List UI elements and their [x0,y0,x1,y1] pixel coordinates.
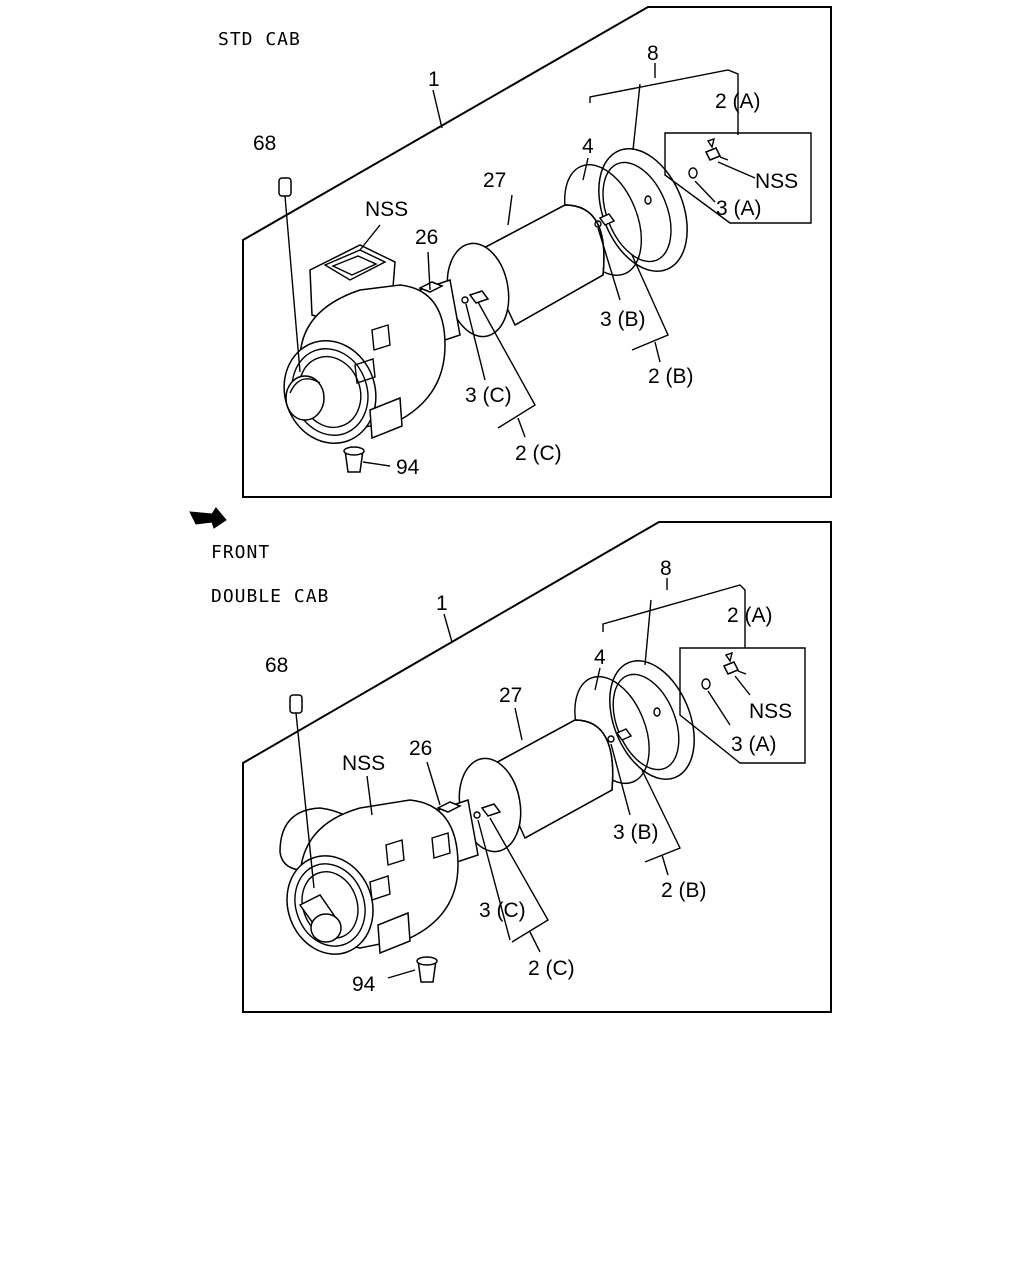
callout-nss-clamp: NSS [755,170,798,193]
callout-3b: 3 (B) [613,821,659,844]
air-cleaner-housing [279,799,479,955]
callout-4: 4 [582,135,594,158]
callout-2c: 2 (C) [515,442,562,465]
callout-4: 4 [594,646,606,669]
callout-3c: 3 (C) [465,384,512,407]
panel-frame [242,6,832,498]
callout-27: 27 [483,169,506,192]
callout-3a: 3 (A) [716,197,762,220]
wing-nut-icon [480,803,502,817]
callout-68: 68 [265,654,288,677]
grommet-68 [289,694,303,714]
callout-26: 26 [409,737,432,760]
callout-26: 26 [415,226,438,249]
washer-icon [701,678,711,690]
callout-3c: 3 (C) [479,899,526,922]
filter-element [458,719,633,853]
callout-2c: 2 (C) [528,957,575,980]
wing-nut-icon [598,213,616,226]
air-cleaner-housing [283,244,461,444]
callout-nss-cover: NSS [342,752,385,775]
box-nss-clamp [679,647,806,764]
callout-1: 1 [428,68,440,91]
leader-lines [284,63,756,467]
box-nss-clamp [664,132,812,224]
washer-icon [688,167,698,179]
filter-element [446,204,616,338]
panel-title-double-cab: DOUBLE CAB [211,586,329,607]
callout-2a: 2 (A) [715,90,761,113]
wing-nut-icon [615,728,633,741]
front-arrow-icon [189,507,227,529]
callout-2a: 2 (A) [727,604,773,627]
front-indicator: FRONT [189,507,270,563]
callout-1: 1 [436,592,448,615]
leader-lines [295,578,751,979]
callout-94: 94 [396,456,420,479]
callout-3a: 3 (A) [731,733,777,756]
panel-std-cab: STD CAB [218,6,832,498]
callout-8: 8 [647,42,659,65]
wing-nut-icon [722,661,740,675]
callout-2b: 2 (B) [661,879,707,902]
callout-3b: 3 (B) [600,308,646,331]
callout-27: 27 [499,684,522,707]
callout-nss-cover: NSS [365,198,408,221]
callout-2b: 2 (B) [648,365,694,388]
grommet-68 [278,177,292,197]
callout-68: 68 [253,132,276,155]
wing-nut-icon [704,147,722,161]
callout-nss-clamp: NSS [749,700,792,723]
callout-8: 8 [660,557,672,580]
panel-title-std-cab: STD CAB [218,29,301,50]
callout-94: 94 [352,973,376,996]
wing-nut-icon [468,290,490,304]
panel-double-cab: DOUBLE CAB [211,521,832,1013]
panel-frame [242,521,832,1013]
front-label: FRONT [211,542,270,563]
